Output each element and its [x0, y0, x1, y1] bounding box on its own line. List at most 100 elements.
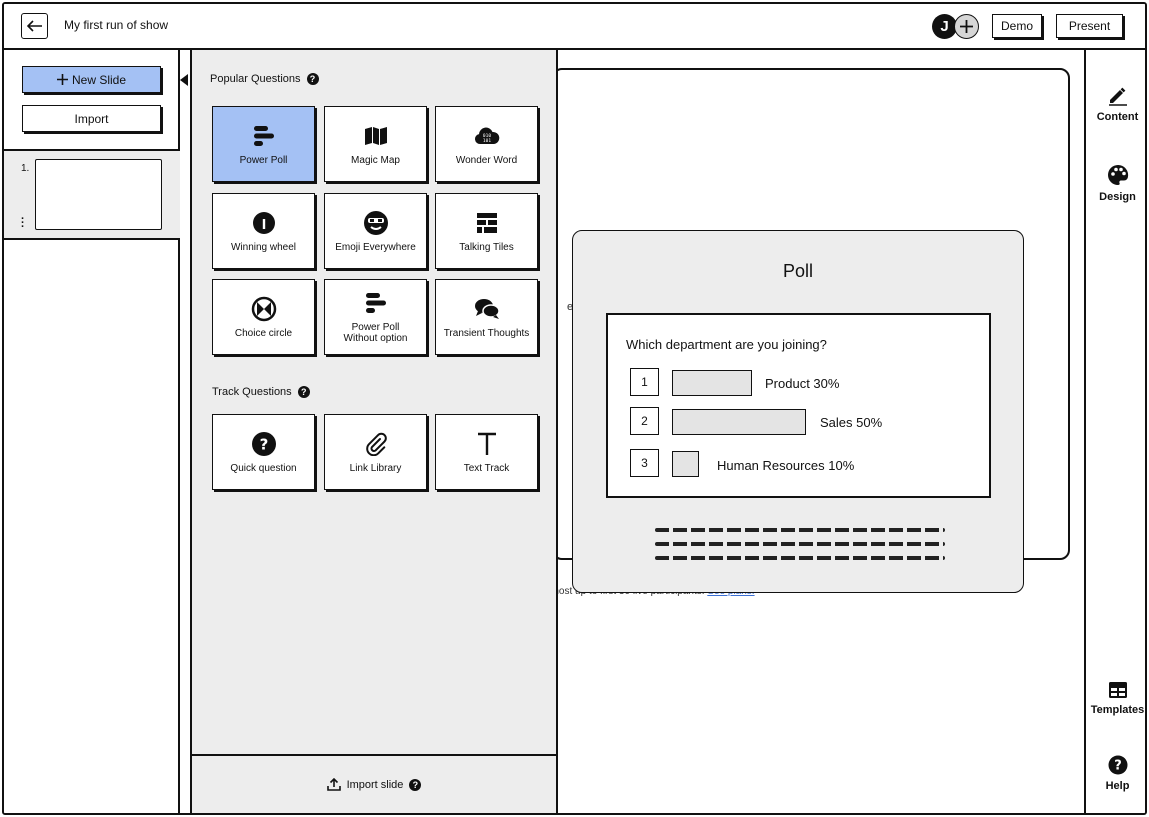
option-number: 1 — [630, 368, 659, 396]
option-result-bar — [672, 409, 806, 435]
tiles-icon — [476, 210, 498, 236]
tile-power-poll[interactable]: Power Poll — [212, 106, 315, 182]
choice-circle-icon — [251, 296, 277, 322]
right-toolbar: Content Design Templates ? Help — [1084, 50, 1145, 813]
present-button[interactable]: Present — [1056, 14, 1123, 38]
divider — [192, 754, 556, 756]
templates-label: Templates — [1090, 704, 1145, 716]
section-title-text: Track Questions — [212, 386, 292, 398]
import-slide-button[interactable]: Import slide ? — [192, 778, 556, 791]
track-questions-heading: Track Questions ? — [212, 386, 310, 398]
pencil-icon — [1108, 87, 1127, 106]
option-label: Sales 50% — [820, 415, 883, 430]
slide-number: 1. — [21, 163, 30, 174]
help-label: Help — [1105, 780, 1130, 792]
question-picker-panel: Popular Questions ? Power Poll Magic Map… — [190, 50, 558, 813]
svg-text:?: ? — [259, 435, 268, 453]
palette-icon — [1107, 164, 1128, 185]
table-icon — [1108, 682, 1127, 698]
option-result-bar — [672, 370, 752, 396]
svg-text:010: 010 — [482, 133, 490, 139]
question-icon: ? — [251, 431, 277, 457]
placeholder-text — [655, 542, 945, 546]
import-slide-label: Import slide — [346, 778, 404, 791]
templates-tool[interactable]: Templates — [1086, 681, 1145, 716]
picker-pointer — [180, 74, 188, 86]
top-bar: My first run of show J Demo Present — [4, 4, 1145, 50]
tile-label: Winning wheel — [230, 241, 297, 253]
arrow-left-icon — [26, 20, 42, 32]
slides-panel: New Slide Import 1. ··· — [4, 50, 180, 813]
option-number: 2 — [630, 407, 659, 435]
new-slide-button[interactable]: New Slide — [22, 66, 161, 93]
upload-icon — [326, 778, 341, 791]
tile-label: Quick question — [230, 462, 297, 474]
add-collaborator-button[interactable] — [954, 14, 979, 39]
poll-icon — [253, 123, 275, 149]
chat-bubbles-icon — [474, 296, 500, 322]
slide-thumbnail[interactable] — [35, 159, 162, 230]
popular-questions-heading: Popular Questions ? — [210, 73, 319, 85]
back-button[interactable] — [21, 13, 48, 39]
placeholder-text — [655, 528, 945, 532]
help-icon[interactable]: ? — [306, 73, 319, 85]
slide-more-icon[interactable]: ··· — [21, 213, 25, 233]
poll-preview-card: Poll Which department are you joining? 1… — [572, 230, 1024, 593]
tile-talking-tiles[interactable]: Talking Tiles — [435, 193, 538, 269]
tile-label: Magic Map — [351, 154, 400, 166]
tile-label: Transient Thoughts — [443, 327, 530, 339]
map-icon — [364, 123, 388, 149]
tile-link-library[interactable]: Link Library — [324, 414, 427, 490]
plus-icon — [56, 74, 68, 85]
tile-transient-thoughts[interactable]: Transient Thoughts — [435, 279, 538, 355]
import-button[interactable]: Import — [22, 105, 161, 132]
section-title-text: Popular Questions — [210, 73, 301, 85]
tile-choice-circle[interactable]: Choice circle — [212, 279, 315, 355]
option-result-bar — [672, 451, 699, 477]
tile-label: Wonder Word — [455, 154, 518, 166]
tile-label: Power Poll — [239, 154, 288, 166]
help-tool[interactable]: ? Help — [1086, 755, 1145, 792]
new-slide-label: New Slide — [71, 72, 127, 87]
text-icon — [476, 431, 498, 457]
tile-label: Text Track — [463, 462, 510, 474]
tile-magic-map[interactable]: Magic Map — [324, 106, 427, 182]
paperclip-icon — [364, 431, 388, 457]
tile-label: Talking Tiles — [459, 241, 514, 253]
tile-label: Power Poll Without option — [343, 322, 408, 344]
option-label: Human Resources 10% — [717, 458, 855, 473]
user-avatar[interactable]: J — [932, 14, 957, 39]
document-title[interactable]: My first run of show — [64, 18, 169, 32]
tile-winning-wheel[interactable]: Winning wheel — [212, 193, 315, 269]
content-label: Content — [1096, 111, 1139, 123]
poll-title: Poll — [782, 261, 813, 281]
option-label: Product 30% — [765, 376, 840, 391]
tile-power-poll-without-option[interactable]: Power Poll Without option — [324, 279, 427, 355]
poll-icon — [365, 290, 387, 316]
tile-label: Emoji Everywhere — [335, 241, 416, 253]
tile-quick-question[interactable]: ? Quick question — [212, 414, 315, 490]
slide-item[interactable]: 1. ··· — [4, 151, 180, 240]
tile-emoji-everywhere[interactable]: Emoji Everywhere — [324, 193, 427, 269]
svg-text:?: ? — [1114, 759, 1122, 774]
design-tool[interactable]: Design — [1086, 164, 1145, 203]
poll-question: Which department are you joining? — [626, 337, 827, 352]
divider — [4, 149, 180, 151]
wheel-icon — [252, 210, 276, 236]
option-number: 3 — [630, 449, 659, 477]
tile-label: Link Library — [349, 462, 402, 474]
placeholder-text — [655, 556, 945, 560]
poll-content-box: Which department are you joining? 1 Prod… — [606, 313, 991, 498]
demo-button[interactable]: Demo — [992, 14, 1042, 38]
design-label: Design — [1099, 191, 1136, 203]
emoji-icon — [363, 210, 389, 236]
tile-text-track[interactable]: Text Track — [435, 414, 538, 490]
content-tool[interactable]: Content — [1086, 86, 1145, 123]
svg-text:101: 101 — [482, 138, 490, 144]
help-icon[interactable]: ? — [409, 778, 422, 791]
help-icon[interactable]: ? — [297, 386, 310, 398]
plus-icon — [960, 20, 973, 33]
